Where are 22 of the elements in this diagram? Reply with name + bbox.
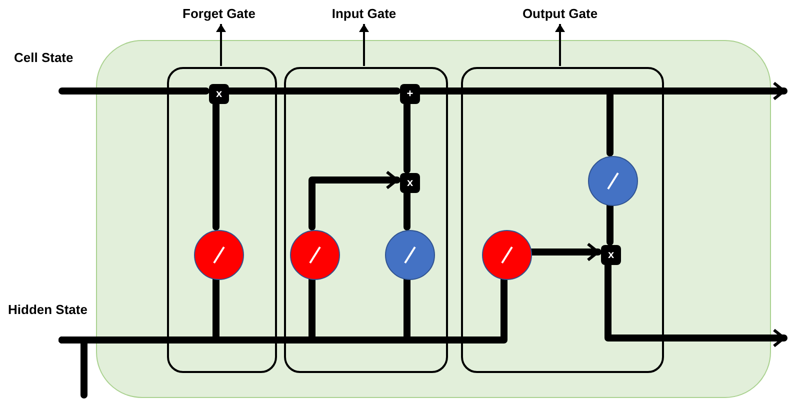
state-label: Hidden State <box>8 302 88 317</box>
pointer-arrow <box>359 24 369 66</box>
operation-box: + <box>400 84 420 104</box>
activation-circle <box>482 230 532 280</box>
activation-circle <box>385 230 435 280</box>
gate-label: Forget Gate <box>168 4 270 24</box>
state-label: Cell State <box>14 50 74 65</box>
pointer-arrow <box>555 24 565 66</box>
gate-outline <box>167 67 277 373</box>
gate-label: Input Gate <box>314 4 414 24</box>
pointer-arrow <box>216 24 226 66</box>
operation-box: x <box>209 84 229 104</box>
gate-outline <box>461 67 664 373</box>
cell-background <box>96 40 771 398</box>
operation-box: x <box>400 173 420 193</box>
connector-arrow <box>308 170 400 230</box>
operation-box: x <box>601 245 621 265</box>
activation-circle <box>588 156 638 206</box>
gate-label: Output Gate <box>505 4 615 24</box>
gate-outline <box>284 67 448 373</box>
activation-circle <box>194 230 244 280</box>
activation-circle <box>290 230 340 280</box>
